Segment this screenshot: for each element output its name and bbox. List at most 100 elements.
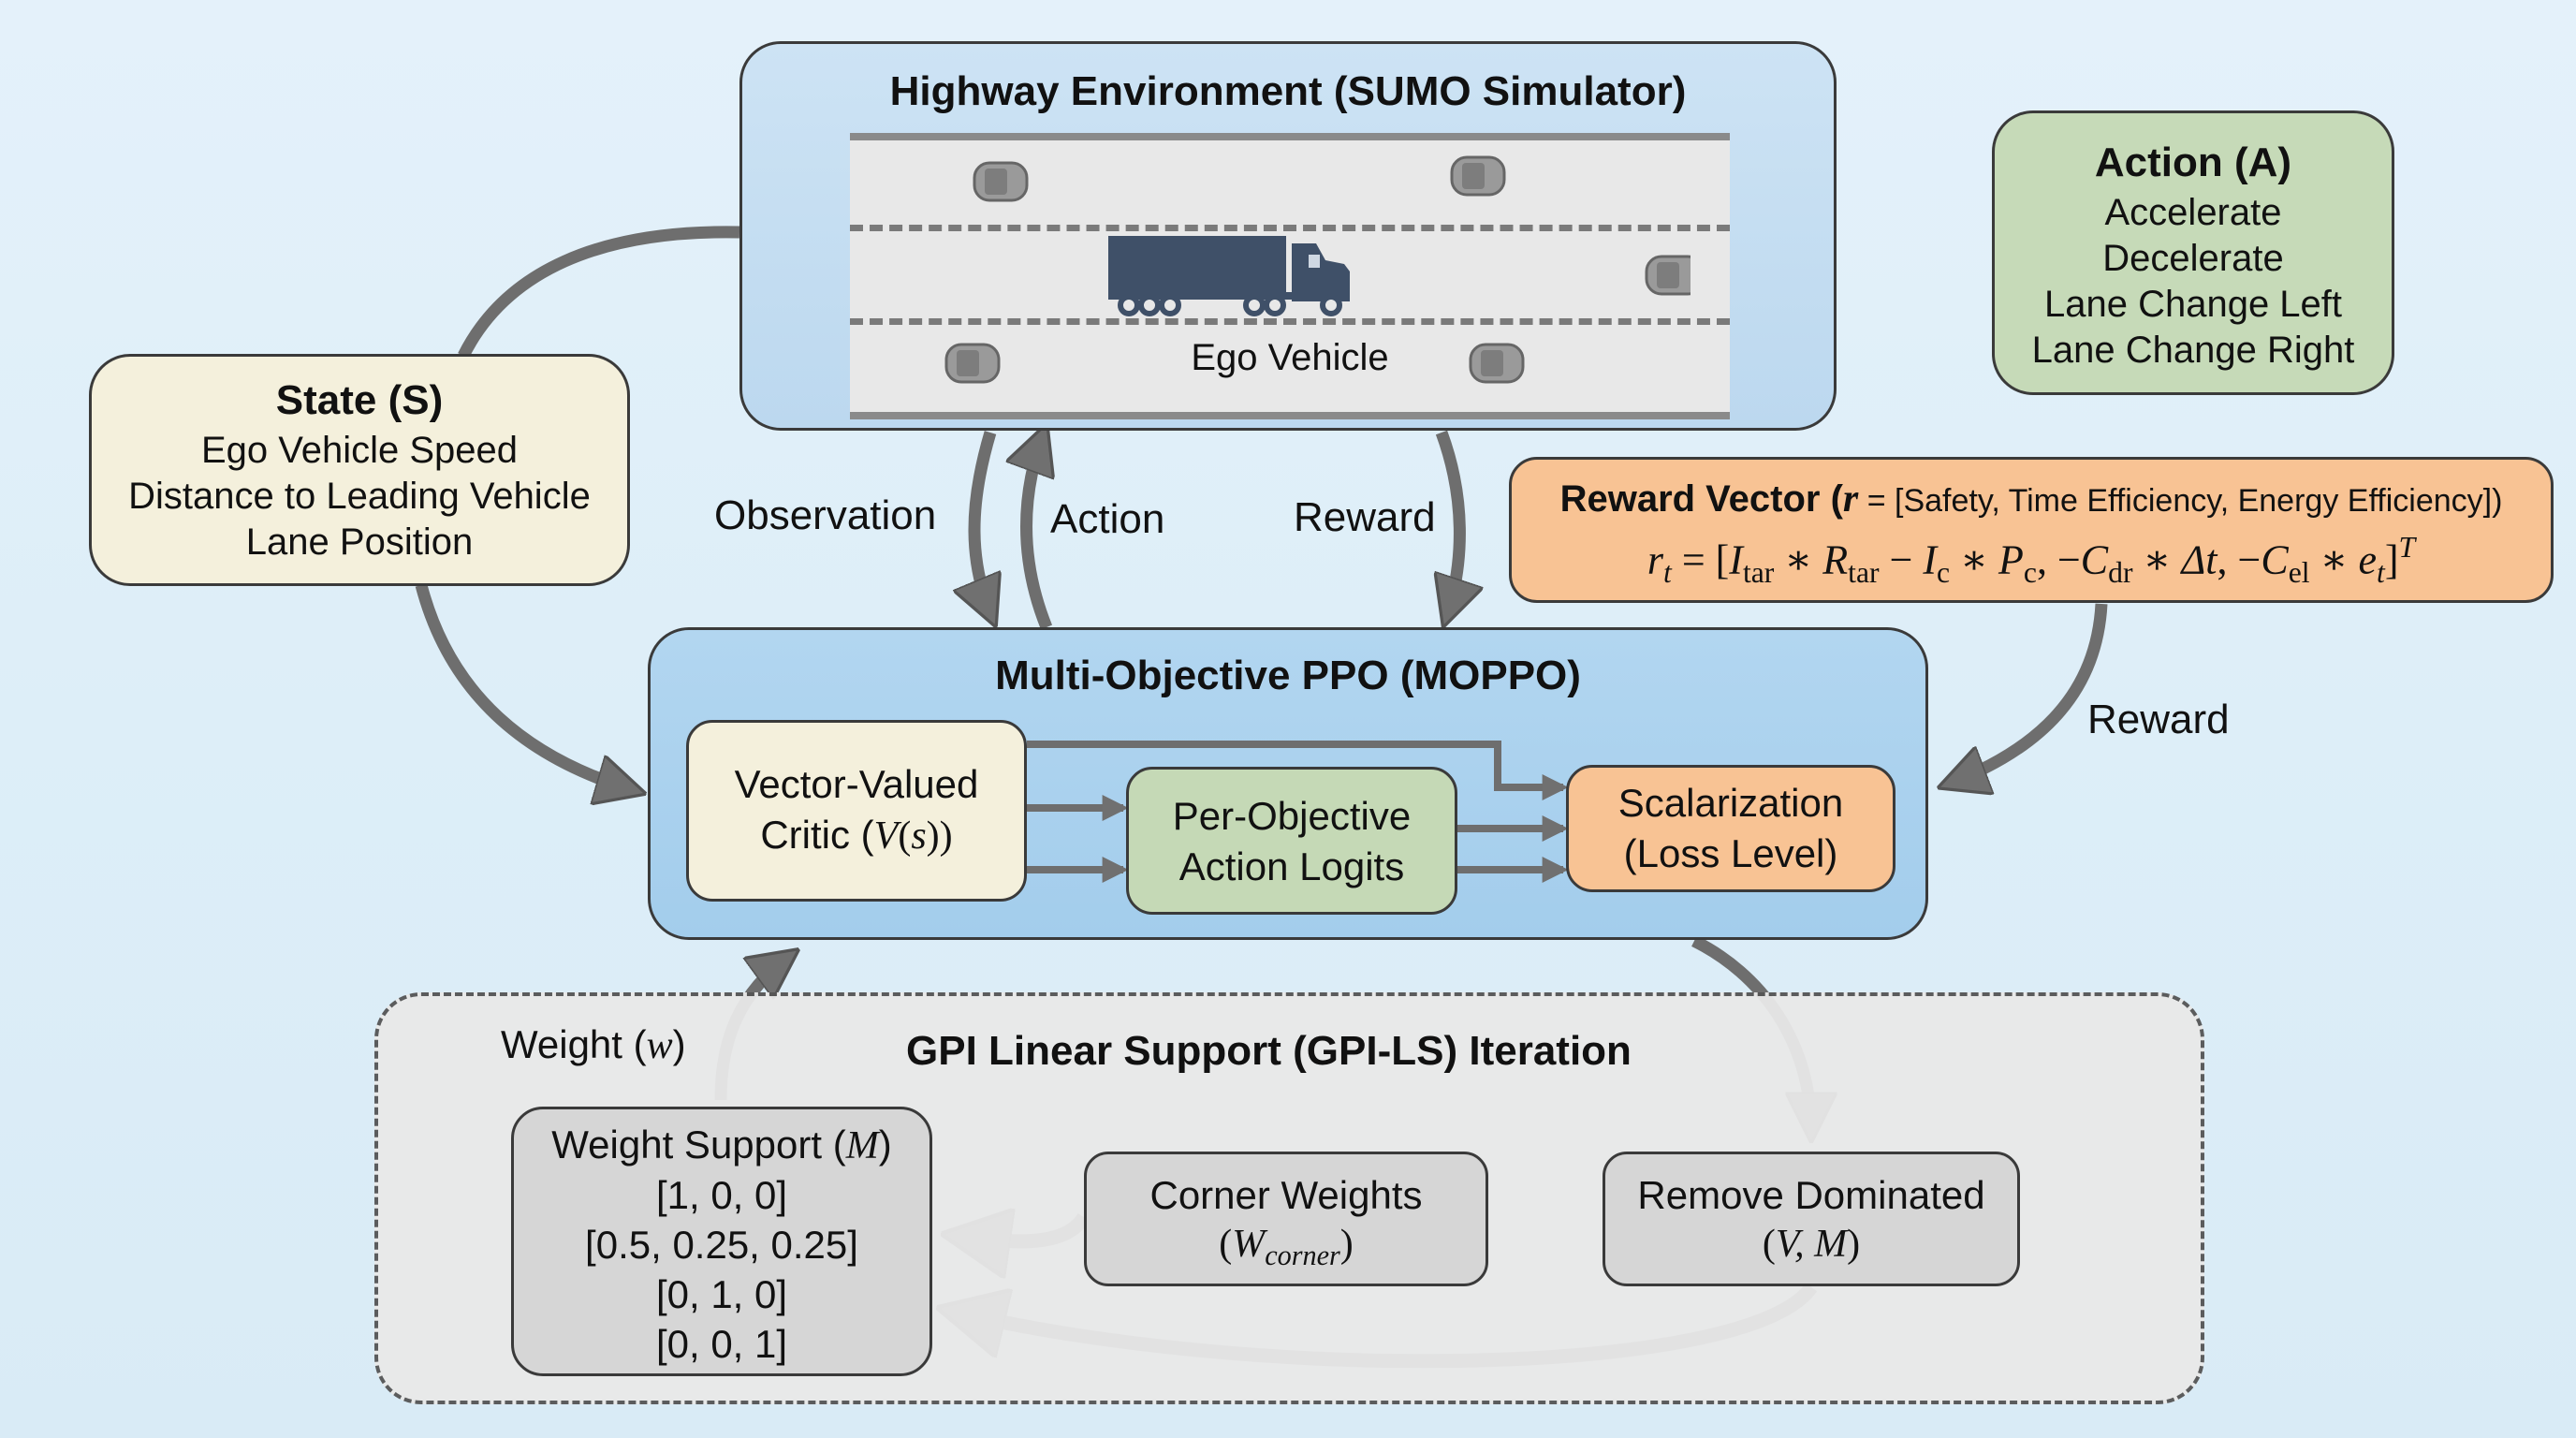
gpi-title: GPI Linear Support (GPI-LS) Iteration bbox=[906, 1028, 1632, 1074]
support-row: [0, 0, 1] bbox=[655, 1322, 788, 1366]
logits-line2: Action Logits bbox=[1178, 844, 1405, 888]
arrow-action bbox=[1027, 433, 1046, 630]
arrow-observation bbox=[974, 431, 992, 618]
state-item: Distance to Leading Vehicle bbox=[128, 476, 591, 517]
formula-sub: tar bbox=[1848, 555, 1880, 589]
action-box: Action (A) Accelerate Decelerate Lane Ch… bbox=[1992, 110, 2394, 395]
reward-title: Reward Vector (r = [Safety, Time Efficie… bbox=[1512, 477, 2551, 521]
formula-op: ∗ bbox=[1774, 536, 1823, 583]
weight-support-box: Weight Support (M) [1, 0, 0] [0.5, 0.25,… bbox=[511, 1107, 932, 1376]
formula-t: t bbox=[1663, 555, 1672, 589]
reward-title-var: r bbox=[1842, 477, 1859, 521]
state-box: State (S) Ego Vehicle Speed Distance to … bbox=[89, 354, 630, 586]
lane-divider bbox=[850, 318, 1730, 325]
critic-paren: )) bbox=[926, 814, 953, 858]
remove-line1: Remove Dominated bbox=[1637, 1173, 1985, 1217]
formula-op: − bbox=[1879, 536, 1924, 583]
state-item: Lane Position bbox=[245, 521, 474, 563]
scalar-line2: (Loss Level) bbox=[1623, 831, 1838, 875]
road: Ego Vehicle bbox=[850, 133, 1730, 419]
arrow-reward-right bbox=[1947, 603, 2108, 785]
critic-V: V bbox=[873, 814, 899, 858]
formula-C: C bbox=[2261, 536, 2289, 583]
car-icon bbox=[973, 161, 1029, 202]
car-icon bbox=[1450, 155, 1506, 197]
car-icon bbox=[944, 343, 1001, 384]
arrow-critic-to-scalar bbox=[1027, 741, 1569, 800]
formula-r: r bbox=[1647, 536, 1664, 583]
support-row: [1, 0, 0] bbox=[655, 1173, 788, 1217]
corner-sub: corner bbox=[1265, 1240, 1340, 1272]
arrow-env-to-state bbox=[458, 226, 740, 359]
ego-vehicle-label: Ego Vehicle bbox=[1191, 337, 1389, 378]
remove-line2: (V, M) bbox=[1762, 1223, 1861, 1266]
support-title-var: M bbox=[845, 1124, 879, 1167]
corner-line1: Corner Weights bbox=[1149, 1173, 1423, 1217]
action-item: Lane Change Right bbox=[2031, 330, 2355, 371]
car-icon bbox=[1645, 255, 1690, 296]
formula-C: C bbox=[2080, 536, 2109, 583]
support-row: [0.5, 0.25, 0.25] bbox=[585, 1223, 858, 1267]
reward-edge-label-top: Reward bbox=[1294, 494, 1436, 540]
state-item: Ego Vehicle Speed bbox=[200, 430, 519, 471]
scalar-line1: Scalarization bbox=[1617, 781, 1844, 825]
car-icon bbox=[1469, 343, 1525, 384]
moppo-title: Multi-Objective PPO (MOPPO) bbox=[995, 653, 1581, 698]
support-row: [0, 1, 0] bbox=[655, 1272, 788, 1316]
corner-weights-box: Corner Weights (Wcorner) bbox=[1084, 1152, 1488, 1286]
observation-label: Observation bbox=[714, 492, 937, 538]
support-title-end: ) bbox=[878, 1123, 892, 1167]
corner-line2: (Wcorner) bbox=[1219, 1223, 1354, 1272]
formula-transpose: T bbox=[2398, 531, 2416, 564]
action-item: Lane Change Left bbox=[2043, 284, 2343, 325]
formula-t: t bbox=[2377, 555, 2385, 589]
moppo-box: Multi-Objective PPO (MOPPO) Vector-Value… bbox=[648, 627, 1928, 940]
state-title: State (S) bbox=[275, 377, 444, 423]
corner-var: W bbox=[1232, 1223, 1266, 1266]
formula-bracket: ] bbox=[2384, 536, 2399, 583]
weight-label: Weight (w) bbox=[501, 1022, 686, 1068]
critic-line2: Critic (V(s)) bbox=[689, 813, 1024, 858]
formula-sub: c bbox=[1937, 555, 1951, 589]
critic-text: Critic ( bbox=[760, 813, 874, 857]
arrow-reward-top bbox=[1442, 430, 1459, 618]
formula-delta-t: Δt bbox=[2181, 536, 2217, 583]
formula-sub: tar bbox=[1742, 555, 1775, 589]
formula-op: ∗ bbox=[2309, 536, 2359, 583]
reward-title-rest: = [Safety, Time Efficiency, Energy Effic… bbox=[1858, 483, 2503, 519]
action-title: Action (A) bbox=[2094, 139, 2292, 185]
formula-sub: dr bbox=[2108, 555, 2133, 589]
critic-box: Vector-Valued Critic (V(s)) bbox=[686, 720, 1027, 902]
formula-op: , − bbox=[2217, 536, 2261, 583]
formula-sub: el bbox=[2288, 555, 2310, 589]
action-edge-label: Action bbox=[1050, 496, 1165, 542]
formula-R: R bbox=[1822, 536, 1849, 583]
logits-box: Per-Objective Action Logits bbox=[1126, 767, 1457, 915]
action-item: Accelerate bbox=[2104, 192, 2282, 233]
critic-s: s bbox=[911, 814, 927, 858]
reward-title-bold: Reward Vector bbox=[1559, 478, 1821, 520]
formula-I: I bbox=[1923, 536, 1938, 583]
env-title: Highway Environment (SUMO Simulator) bbox=[889, 68, 1687, 114]
formula-I: I bbox=[1729, 536, 1743, 583]
critic-line1: Vector-Valued bbox=[734, 762, 979, 806]
support-title-text: Weight Support ( bbox=[551, 1123, 846, 1167]
weight-label-text: Weight ( bbox=[501, 1022, 647, 1066]
arrow-state-to-moppo bbox=[415, 583, 637, 791]
weight-label-var: w bbox=[646, 1024, 673, 1067]
formula-sub: c bbox=[2023, 555, 2037, 589]
highway-environment-box: Highway Environment (SUMO Simulator) bbox=[739, 41, 1837, 431]
scalarization-box: Scalarization (Loss Level) bbox=[1566, 765, 1895, 892]
lane-divider bbox=[850, 225, 1730, 231]
formula-op: ∗ bbox=[1950, 536, 1999, 583]
reward-formula: rt = [Itar ∗ Rtar − Ic ∗ Pc, −Cdr ∗ Δt, … bbox=[1512, 531, 2551, 590]
truck-icon bbox=[1108, 236, 1350, 316]
remove-dominated-box: Remove Dominated (V, M) bbox=[1603, 1152, 2020, 1286]
formula-op: , − bbox=[2036, 536, 2081, 583]
formula-op: ∗ bbox=[2132, 536, 2182, 583]
remove-var: V, M bbox=[1775, 1223, 1848, 1266]
reward-edge-label-right: Reward bbox=[2087, 697, 2230, 742]
critic-paren: ( bbox=[898, 814, 912, 858]
reward-title-paren: ( bbox=[1820, 478, 1843, 520]
formula-e: e bbox=[2358, 536, 2377, 583]
